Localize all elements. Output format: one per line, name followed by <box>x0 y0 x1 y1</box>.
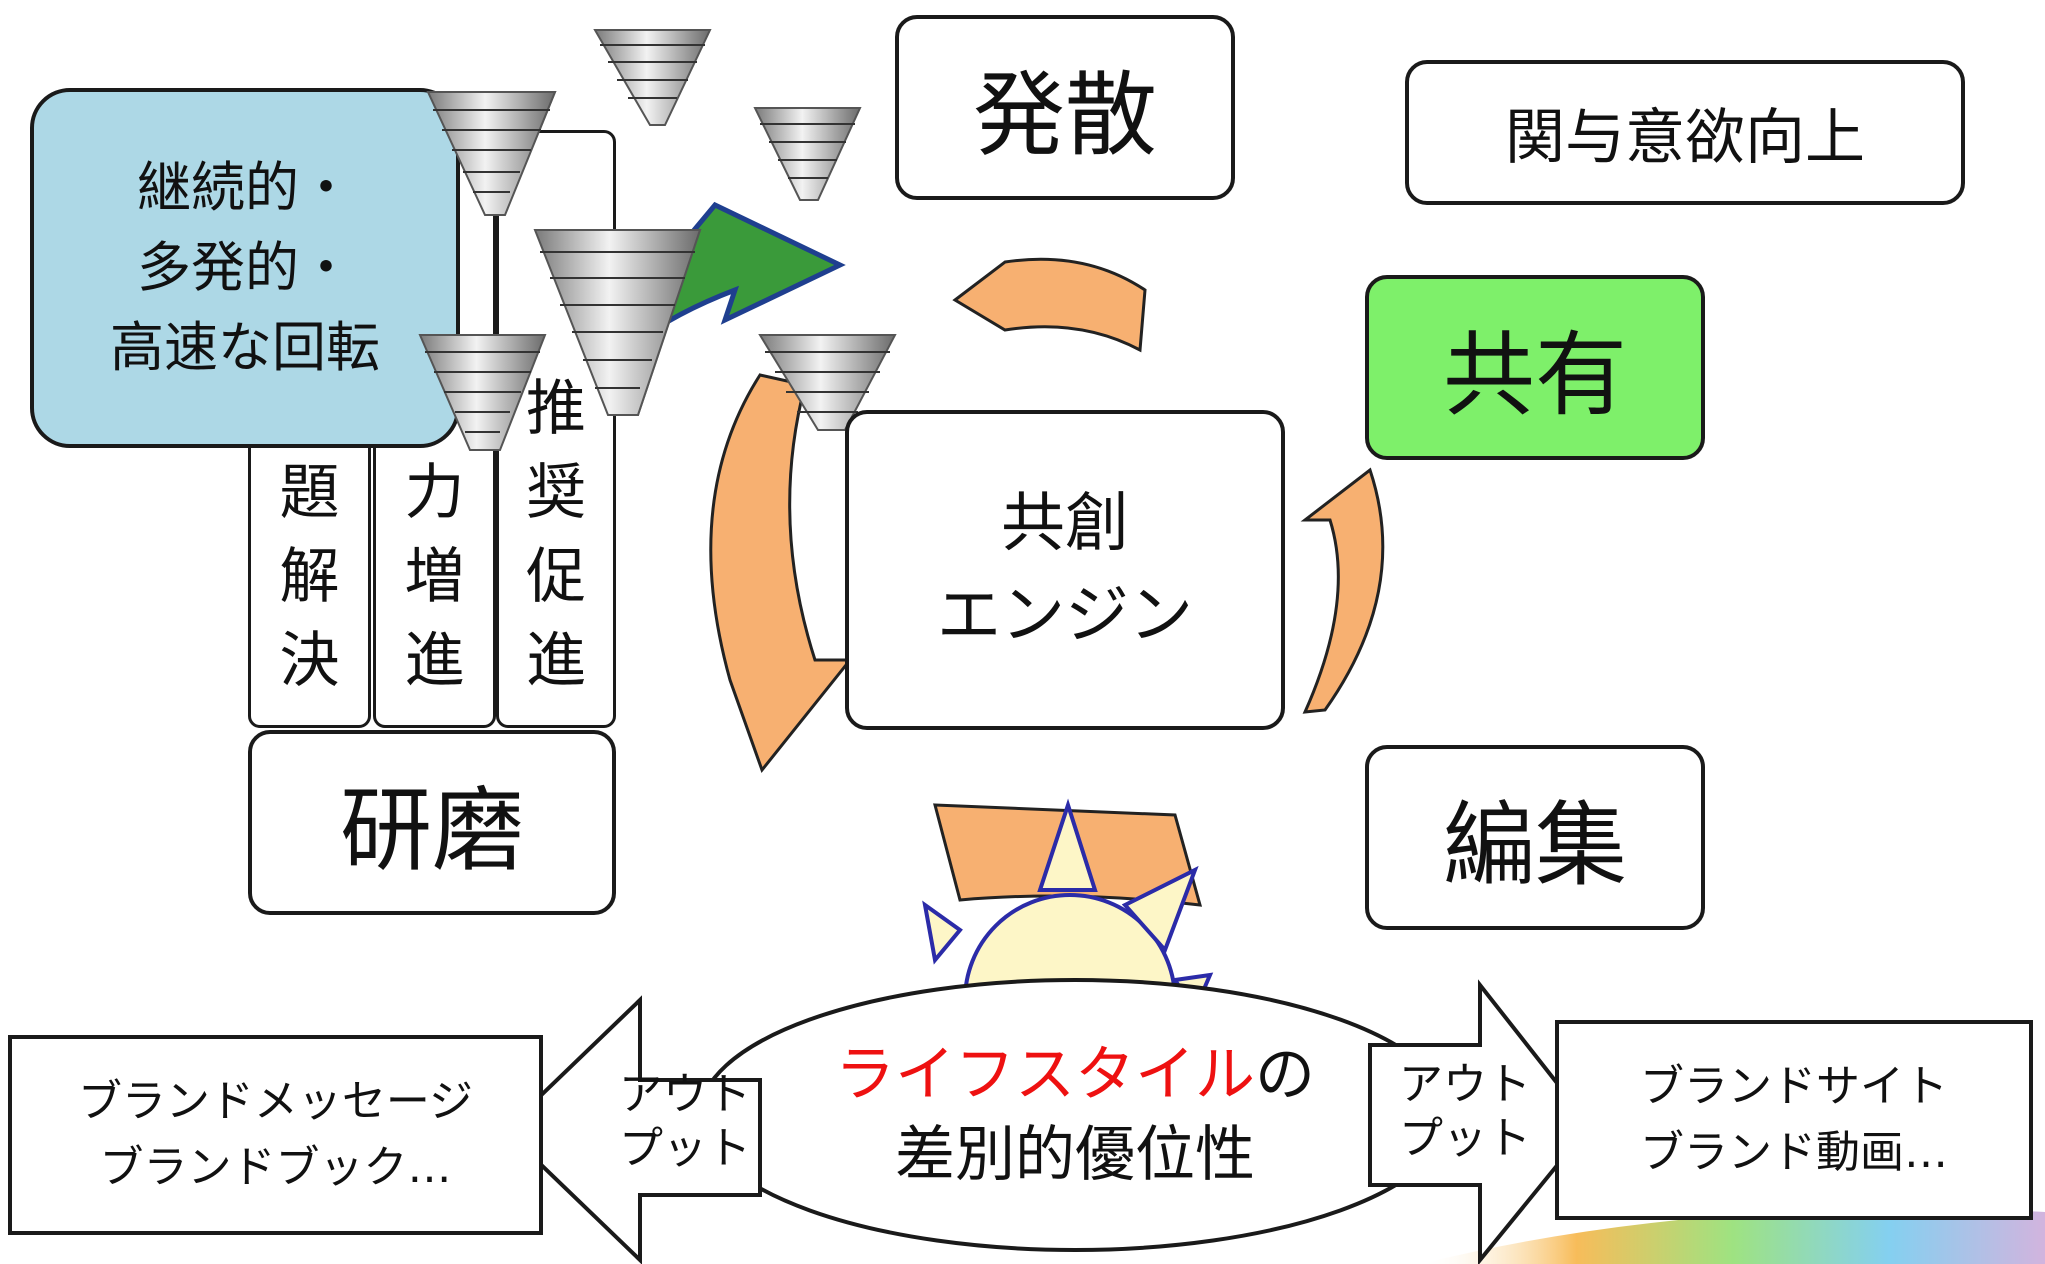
tornado-icon <box>418 334 547 451</box>
box-kenma: 研磨 <box>248 730 616 915</box>
callout-line: 多発的・ <box>137 236 353 299</box>
rainbow-decoration <box>1420 1208 2045 1264</box>
box-brand-site: ブランドサイト ブランド動画… <box>1555 1020 2033 1220</box>
tornado-icon <box>533 229 702 416</box>
column-char: 促 <box>526 542 586 612</box>
box-kanyo-iyoku: 関与意欲向上 <box>1405 60 1965 205</box>
box-label: 編集 <box>1442 792 1627 899</box>
lifestyle-line2: 差別的優位性 <box>895 1120 1255 1190</box>
column-char: 奨 <box>526 458 586 528</box>
column-char: 進 <box>526 626 586 696</box>
box-brand-message: ブランドメッセージ ブランドブック… <box>8 1035 543 1235</box>
box-label: 共創 <box>1001 487 1129 561</box>
box-line: ブランドサイト <box>1640 1061 1948 1112</box>
cycle-arrow-left <box>709 373 854 774</box>
callout-line: 継続的・ <box>137 156 353 219</box>
box-line: ブランド動画… <box>1640 1127 1948 1178</box>
column-char: 増 <box>404 542 465 612</box>
column-char: 推 <box>526 374 586 444</box>
box-label: 研磨 <box>339 777 524 884</box>
callout-box: 継続的・ 多発的・ 高速な回転 <box>30 88 460 448</box>
cycle-arrow-top <box>952 257 1147 353</box>
box-label: 発散 <box>972 62 1157 169</box>
sun-spike-top <box>1037 798 1098 892</box>
tornado-icon <box>753 107 862 201</box>
output-label-left: アウト プット <box>585 1068 785 1176</box>
box-label: 関与意欲向上 <box>1505 103 1865 173</box>
output-line: プット <box>619 1123 751 1174</box>
box-label: エンジン <box>937 579 1193 653</box>
tornado-icon <box>426 91 557 216</box>
lifestyle-text: ライフスタイルの 差別的優位性 <box>780 1035 1370 1195</box>
lifestyle-red: ライフスタイル <box>835 1040 1255 1110</box>
output-line: アウト <box>619 1069 751 1120</box>
column-char: 力 <box>404 458 465 528</box>
lifestyle-no: の <box>1255 1040 1315 1110</box>
callout-line: 高速な回転 <box>110 316 380 379</box>
column-char: 決 <box>279 626 340 696</box>
box-kyoyu: 共有 <box>1365 275 1705 460</box>
sun-spike-upper-right <box>1121 865 1199 954</box>
column-char: 進 <box>404 626 465 696</box>
column-char: 題 <box>279 458 340 528</box>
tornado-icon <box>593 29 712 126</box>
cycle-arrow-right <box>1300 467 1385 714</box>
cycle-arrows <box>709 257 1385 907</box>
sun-spike-upper-left <box>922 900 963 965</box>
column-char: 解 <box>279 542 340 612</box>
output-label-right: アウト プット <box>1365 1058 1565 1166</box>
output-line: プット <box>1399 1113 1531 1164</box>
box-hassan: 発散 <box>895 15 1235 200</box>
box-line: ブランドメッセージ <box>77 1076 474 1127</box>
box-kyoso-engine: 共創 エンジン <box>845 410 1285 730</box>
output-line: アウト <box>1399 1059 1531 1110</box>
box-label: 共有 <box>1442 322 1627 429</box>
box-henshu: 編集 <box>1365 745 1705 930</box>
box-line: ブランドブック… <box>99 1142 452 1193</box>
lifestyle-line1: ライフスタイルの <box>780 1035 1370 1115</box>
